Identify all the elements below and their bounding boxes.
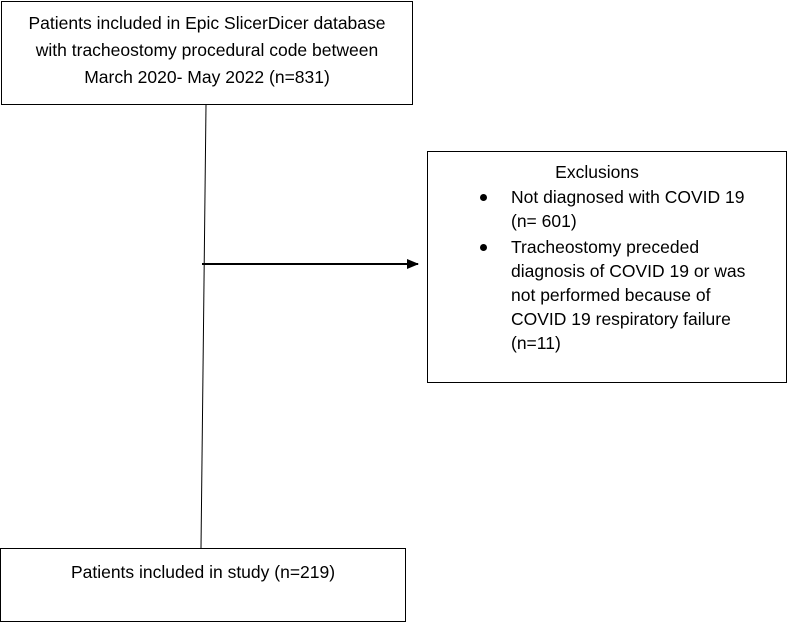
exclusion-line: diagnosis of COVID 19 or was [511, 261, 746, 281]
top-box-line: with tracheostomy procedural code betwee… [35, 40, 379, 60]
exclusion-line: not performed because of [511, 285, 711, 305]
exclusion-item: Not diagnosed with COVID 19 (n= 601) [428, 185, 786, 233]
top-box-line: Patients included in Epic SlicerDicer da… [28, 13, 386, 33]
exclusions-title: Exclusions [555, 162, 639, 182]
exclusion-line: Tracheostomy preceded [511, 237, 700, 257]
bottom-box-text: Patients included in study (n=219) [70, 562, 336, 582]
vertical-flow-line [200, 104, 207, 549]
exclusion-line: Not diagnosed with COVID 19 [511, 187, 745, 207]
exclusion-line: (n=11) [511, 333, 561, 353]
exclusion-line: COVID 19 respiratory failure [511, 309, 731, 329]
exclusions-list: Not diagnosed with COVID 19 (n= 601) Tra… [428, 185, 786, 357]
bullet-icon [480, 194, 487, 201]
exclusions-box: Exclusions Not diagnosed with COVID 19 (… [427, 151, 787, 383]
exclusion-item: Tracheostomy preceded diagnosis of COVID… [428, 235, 786, 355]
top-box-line: March 2020- May 2022 (n=831) [84, 67, 330, 87]
included-study-box: Patients included in study (n=219) [0, 548, 406, 622]
bullet-icon [480, 244, 487, 251]
exclusion-line: (n= 601) [511, 211, 577, 231]
included-database-box: Patients included in Epic SlicerDicer da… [1, 1, 413, 105]
